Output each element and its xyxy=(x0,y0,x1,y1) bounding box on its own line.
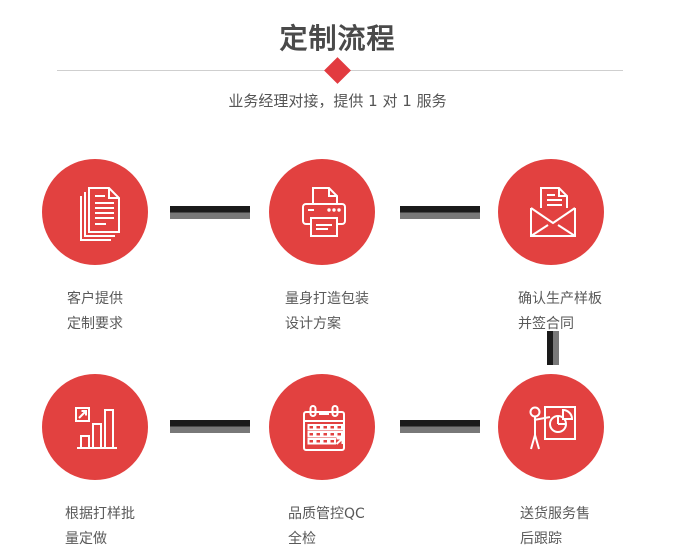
printer-icon xyxy=(302,187,346,237)
page-subtitle: 业务经理对接，提供 1 对 1 服务 xyxy=(228,92,447,110)
step-label-mass-production: 根据打样批 量定做 xyxy=(65,502,135,552)
page-title: 定制流程 xyxy=(279,22,396,55)
step-label-line2: 量定做 xyxy=(65,531,107,547)
step-label-line2: 设计方案 xyxy=(285,316,341,332)
step-circle-confirm-sample xyxy=(498,159,604,265)
presenter-icon xyxy=(529,406,576,450)
bar-chart-icon xyxy=(75,407,117,449)
connector-step1-step2 xyxy=(170,206,250,219)
step-label-quality-control: 品质管控QC 全检 xyxy=(288,502,365,552)
step-label-line2: 后跟踪 xyxy=(520,531,562,547)
step-label-line1: 确认生产样板 xyxy=(518,291,602,307)
connector-step4-step5 xyxy=(170,420,250,433)
connector-step2-step3 xyxy=(400,206,480,219)
step-label-line1: 根据打样批 xyxy=(65,506,135,522)
step-circle-customer-requirements xyxy=(42,159,148,265)
step-label-line2: 定制要求 xyxy=(67,316,123,332)
diamond-accent xyxy=(324,57,351,84)
step-label-confirm-sample: 确认生产样板 并签合同 xyxy=(518,287,602,337)
step-label-line1: 送货服务售 xyxy=(520,506,590,522)
step-label-delivery-tracking: 送货服务售 后跟踪 xyxy=(520,502,590,552)
step-circle-mass-production xyxy=(42,374,148,480)
step-circle-quality-control xyxy=(269,374,375,480)
documents-icon xyxy=(80,187,120,241)
step-label-customer-requirements: 客户提供 定制要求 xyxy=(67,287,123,337)
step-label-packaging-design: 量身打造包装 设计方案 xyxy=(285,287,369,337)
connector-step3-step6 xyxy=(547,331,559,365)
envelope-icon xyxy=(530,187,576,237)
step-label-line1: 品质管控QC xyxy=(288,506,365,522)
step-label-line1: 客户提供 xyxy=(67,291,123,307)
step-circle-delivery-tracking xyxy=(498,374,604,480)
calendar-icon xyxy=(303,405,345,451)
step-label-line2: 并签合同 xyxy=(518,316,574,332)
step-label-line1: 量身打造包装 xyxy=(285,291,369,307)
connector-step5-step6 xyxy=(400,420,480,433)
step-circle-packaging-design xyxy=(269,159,375,265)
step-label-line2: 全检 xyxy=(288,531,316,547)
